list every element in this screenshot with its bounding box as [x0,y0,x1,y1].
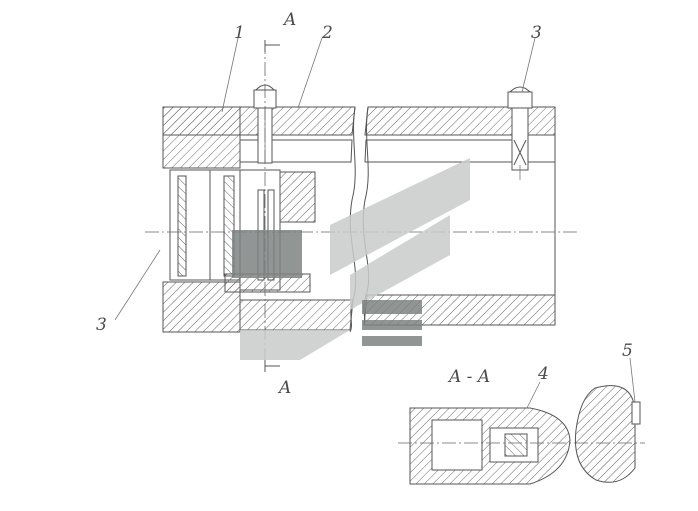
callout-5: 5 [622,341,633,361]
bearing-ring [169,169,211,281]
bearing-ring [177,175,187,277]
labels: A 1 2 3 3 A A - A 4 5 [96,10,633,398]
left-end-cap [162,106,241,169]
watermark-wing [240,330,350,360]
watermark-block [232,230,302,278]
upper-bore-right [364,139,521,163]
section-bore [431,419,483,471]
section-pin-core [504,433,528,457]
watermark-bar [362,300,422,314]
watermark-bar [362,336,422,346]
leader-lines [114,37,636,409]
callout-1: 1 [234,23,245,43]
upper-bore [239,139,353,163]
watermark-wing [330,158,470,275]
watermark-wing [350,215,450,310]
grease-fitting-right [507,86,533,180]
cam-key [631,401,641,425]
cam-profile [574,385,636,483]
section-arrow-top [264,40,280,52]
callout-3-top: 3 [531,23,542,43]
section-mark-bottom: A [277,378,291,398]
watermark-bar [362,320,422,330]
callout-3-left: 3 [96,315,107,335]
watermark-logo [232,158,470,360]
section-mark-top: A [282,10,296,30]
main-assembly-view [145,40,578,372]
housing-bottom-wall-left [239,299,354,331]
spacer [279,171,316,223]
section-arrow-bottom [264,360,280,372]
callout-4: 4 [537,364,549,384]
callout-2: 2 [321,23,333,43]
section-title: A - A [447,367,490,387]
section-a-a-view [398,385,645,485]
